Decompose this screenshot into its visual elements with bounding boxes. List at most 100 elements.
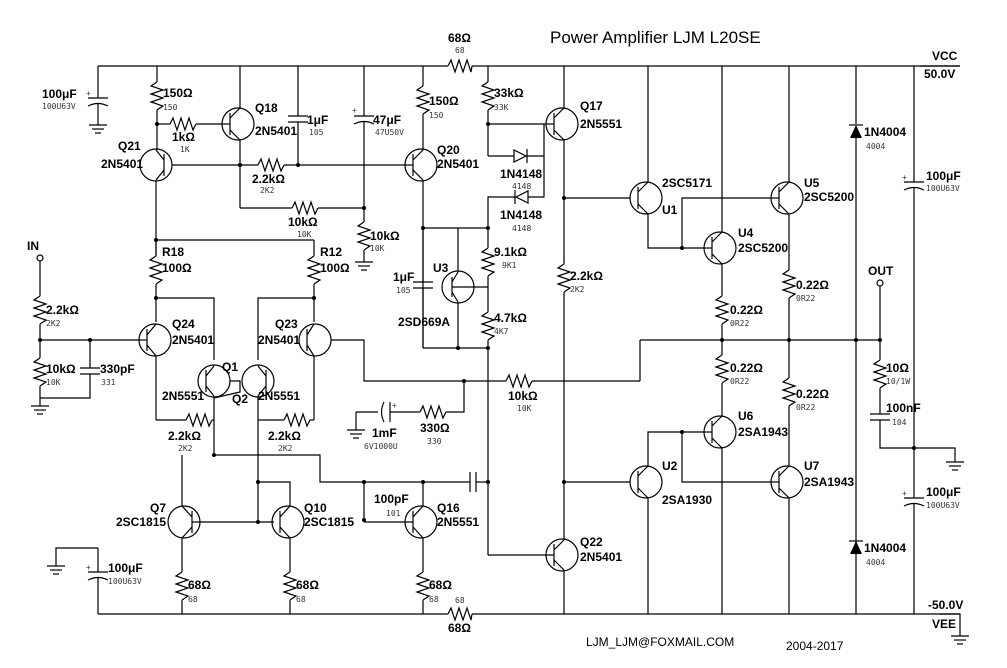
resistor-4k7-value: 4.7kΩ [494,311,527,325]
transistor-q18-part: 2N5401 [255,124,297,138]
input-terminal [30,254,140,415]
transistor-q2-ref: Q2 [232,392,248,406]
transistor-u4-ref: U4 [738,226,754,240]
resistor-2k2-top-code: 2K2 [260,186,275,195]
transistor-q18-ref: Q18 [255,101,278,115]
transistor-q23 [298,323,506,420]
resistor-10k-horizontal-code: 10K [297,230,312,239]
author-email: LJM_LJM@FOXMAIL.COM [586,635,734,649]
transistor-u3-ref: U3 [433,261,449,275]
svg-text:+: + [86,89,91,98]
transistor-u6-ref: U6 [738,409,754,423]
svg-text:+: + [902,489,907,498]
resistor-9k1 [480,247,496,312]
resistor-68-q10-code: 68 [296,595,306,604]
transistor-q17-part: 2N5551 [580,117,622,131]
capacitor-47uf-value: 47μF [373,113,401,127]
resistor-68-bottom-code: 68 [455,596,465,605]
diode-1n4148-lower-value: 1N4148 [500,208,542,222]
vee-label: VEE [932,617,956,631]
capacitor-1uf-u3-code: 105 [396,286,411,295]
diode-1n4148-upper-value: 1N4148 [500,167,542,181]
transistor-q16-part: 2N5551 [437,515,479,529]
transistor-q20-part: 2N5401 [437,157,479,171]
transistor-q1 [197,364,241,455]
capacitor-100nf-value: 100nF [886,401,921,415]
resistor-r18 [148,238,314,360]
diode-1n4148-upper [488,124,545,163]
capacitor-100uf-top-left-code: 100U63V [42,102,76,111]
capacitor-47uf-code: 47U50V [375,128,404,137]
transistor-u1-ref: U1 [662,203,678,217]
resistor-0r22-u5-code: 0R22 [796,294,815,303]
resistor-2k2-top-value: 2.2kΩ [252,172,285,186]
resistor-68-bottom-value: 68Ω [448,621,471,635]
vcc-label: VCC [932,49,958,63]
capacitor-100pf-code: 101 [386,509,401,518]
resistor-2k2-top [238,157,405,173]
resistor-0r22-u4-value: 0.22Ω [730,303,763,317]
resistor-4k7-code: 4K7 [494,327,509,336]
capacitor-1uf-u3-value: 1μF [393,270,414,284]
capacitor-1mf-code: 6V1000U [364,442,398,451]
transistor-u4-part: 2SC5200 [738,241,788,255]
resistor-150-left-code: 150 [163,103,178,112]
resistor-9k1-value: 9.1kΩ [494,245,527,259]
capacitor-330pf-code: 331 [101,378,116,387]
transistor-q10-ref: Q10 [304,501,327,515]
diode-1n4004-lower-value: 1N4004 [864,541,906,555]
resistor-r18-ref: R18 [162,245,184,259]
output-label: OUT [868,264,894,278]
transistor-u5-part: 2SC5200 [804,190,854,204]
copyright-years: 2004-2017 [786,639,844,653]
resistor-68-top [447,58,473,74]
resistor-10k-input-value: 10kΩ [46,362,76,376]
transistor-q1-part: 2N5551 [162,389,204,403]
resistor-2k2-mid-code: 2K2 [570,285,585,294]
resistor-2k2-mid [556,196,572,540]
capacitor-100uf-vcc-value: 100μF [926,169,961,183]
svg-text:+: + [902,173,907,182]
resistor-10k-input-code: 10K [46,378,61,387]
diode-1n4004-upper [849,66,863,548]
resistor-68-q16-code: 68 [429,595,439,604]
transistor-q17 [544,66,579,264]
resistor-0r22-u4-code: 0R22 [730,319,749,328]
resistor-68-q16 [415,571,431,614]
input-label: IN [27,239,39,253]
resistor-10k-vertical-value: 10kΩ [370,229,400,243]
resistor-10k-feedback-code: 10K [517,404,532,413]
capacitor-100pf-value: 100pF [374,492,409,506]
capacitor-1uf-q18-code: 105 [309,128,324,137]
transistor-u2-part: 2SA1930 [662,493,712,507]
resistor-68-q10 [282,571,298,614]
vbe-multiplier [413,226,490,350]
resistor-2k2-right-code: 2K2 [278,444,293,453]
capacitor-100uf-vcc: + [902,66,925,448]
resistor-0r22-u5 [781,269,797,378]
transistor-q22-part: 2N5401 [580,550,622,564]
resistor-10k-vertical-code: 10K [370,244,385,253]
resistor-4k7 [480,311,496,555]
transistor-q20-ref: Q20 [437,143,460,157]
resistor-2k2-mid-value: 2.2kΩ [570,269,603,283]
resistor-150-right-value: 150Ω [429,94,459,108]
resistor-330 [419,379,466,420]
capacitor-1mf: + [346,401,420,439]
transistor-q16-ref: Q16 [437,501,460,515]
capacitor-100uf-bottom-left-code: 100U63V [108,577,142,586]
resistor-68-q7-value: 68Ω [188,578,211,592]
capacitor-100nf-code: 104 [892,418,907,427]
svg-text:+: + [86,563,91,572]
transistor-u7-part: 2SA1943 [804,475,854,489]
resistor-0r22-u5-value: 0.22Ω [796,278,829,292]
resistor-0r22-u7 [781,377,797,467]
capacitor-47uf: + [352,66,375,208]
transistor-u1-part: 2SC5171 [662,176,712,190]
svg-text:+: + [352,106,357,115]
diode-1n4004-upper-value: 1N4004 [864,125,906,139]
transistor-q10-part: 2SC1815 [304,515,354,529]
resistor-33k-value: 33kΩ [494,86,524,100]
resistor-2k2-input-value: 2.2kΩ [46,303,79,317]
